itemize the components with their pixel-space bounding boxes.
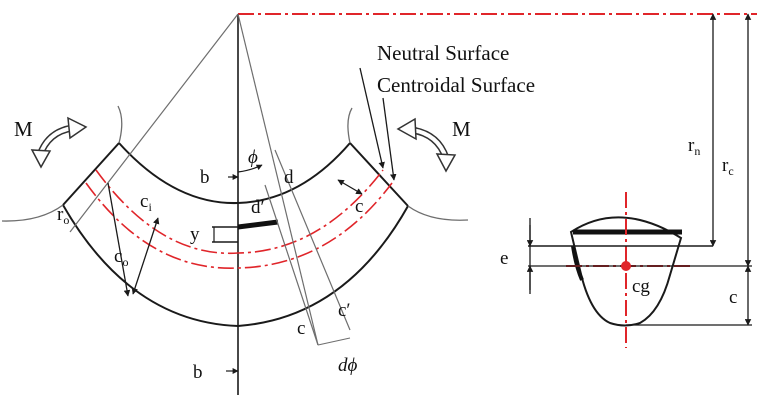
rn-label: rn (688, 135, 700, 158)
d-label: d (284, 167, 294, 188)
beam-continuation-right-outer (407, 205, 469, 221)
neutral-surface-label: Neutral Surface (377, 41, 509, 65)
cross-section-outline (569, 216, 683, 327)
y-label: y (190, 224, 200, 245)
c-bottom-label: c (297, 318, 305, 339)
centroidal-surface-leader (382, 97, 397, 181)
dphi-tick (317, 337, 351, 346)
radial-line-ro (69, 13, 239, 233)
beam-continuation-left-outer (1, 204, 64, 222)
b-bottom-label: b (193, 362, 203, 383)
centroid-dot (621, 261, 631, 271)
c-right-dimension-arrow (337, 179, 363, 195)
phi-label: ϕ (248, 147, 258, 168)
ci-label: ci (140, 191, 152, 214)
centroidal-surface-curve (95, 169, 384, 255)
moment-arrow-left (30, 116, 88, 169)
co-dimension-arrow (107, 182, 131, 297)
ci-dimension-arrow (131, 217, 160, 295)
element-strip (237, 219, 279, 230)
c-prime-label: c′ (338, 300, 351, 321)
cross-section-left-edge (571, 245, 584, 281)
c-right-label: c (355, 196, 363, 217)
left-section-cut (62, 142, 120, 206)
radial-line-dphi (274, 149, 351, 331)
beam-outer-fibre-left (62, 204, 239, 327)
phi-arc (237, 164, 263, 173)
beam-continuation-left (117, 105, 123, 144)
beam-continuation-right (347, 107, 353, 144)
rotated-section-line (264, 184, 319, 346)
d-phi-label: dϕ (338, 355, 358, 376)
radial-line-d (237, 13, 319, 346)
d-prime-label: d′ (251, 197, 265, 218)
b-top-label: b (200, 167, 210, 188)
beam-inner-fibre-right (237, 142, 351, 204)
e-label: e (500, 248, 508, 269)
centroidal-surface-label: Centroidal Surface (377, 73, 535, 97)
moment-label-right: M (452, 117, 471, 141)
moment-label-left: M (14, 117, 33, 141)
rc-label: rc (722, 155, 734, 178)
cg-label: cg (632, 276, 650, 297)
neutral-surface-curve (85, 182, 393, 269)
neutral-surface-leader (359, 67, 385, 169)
c-section-label: c (729, 287, 737, 308)
co-label: co (114, 246, 128, 269)
ro-label: ro (57, 204, 69, 227)
beam-inner-fibre-left (118, 142, 239, 205)
moment-arrow-right (396, 117, 457, 173)
